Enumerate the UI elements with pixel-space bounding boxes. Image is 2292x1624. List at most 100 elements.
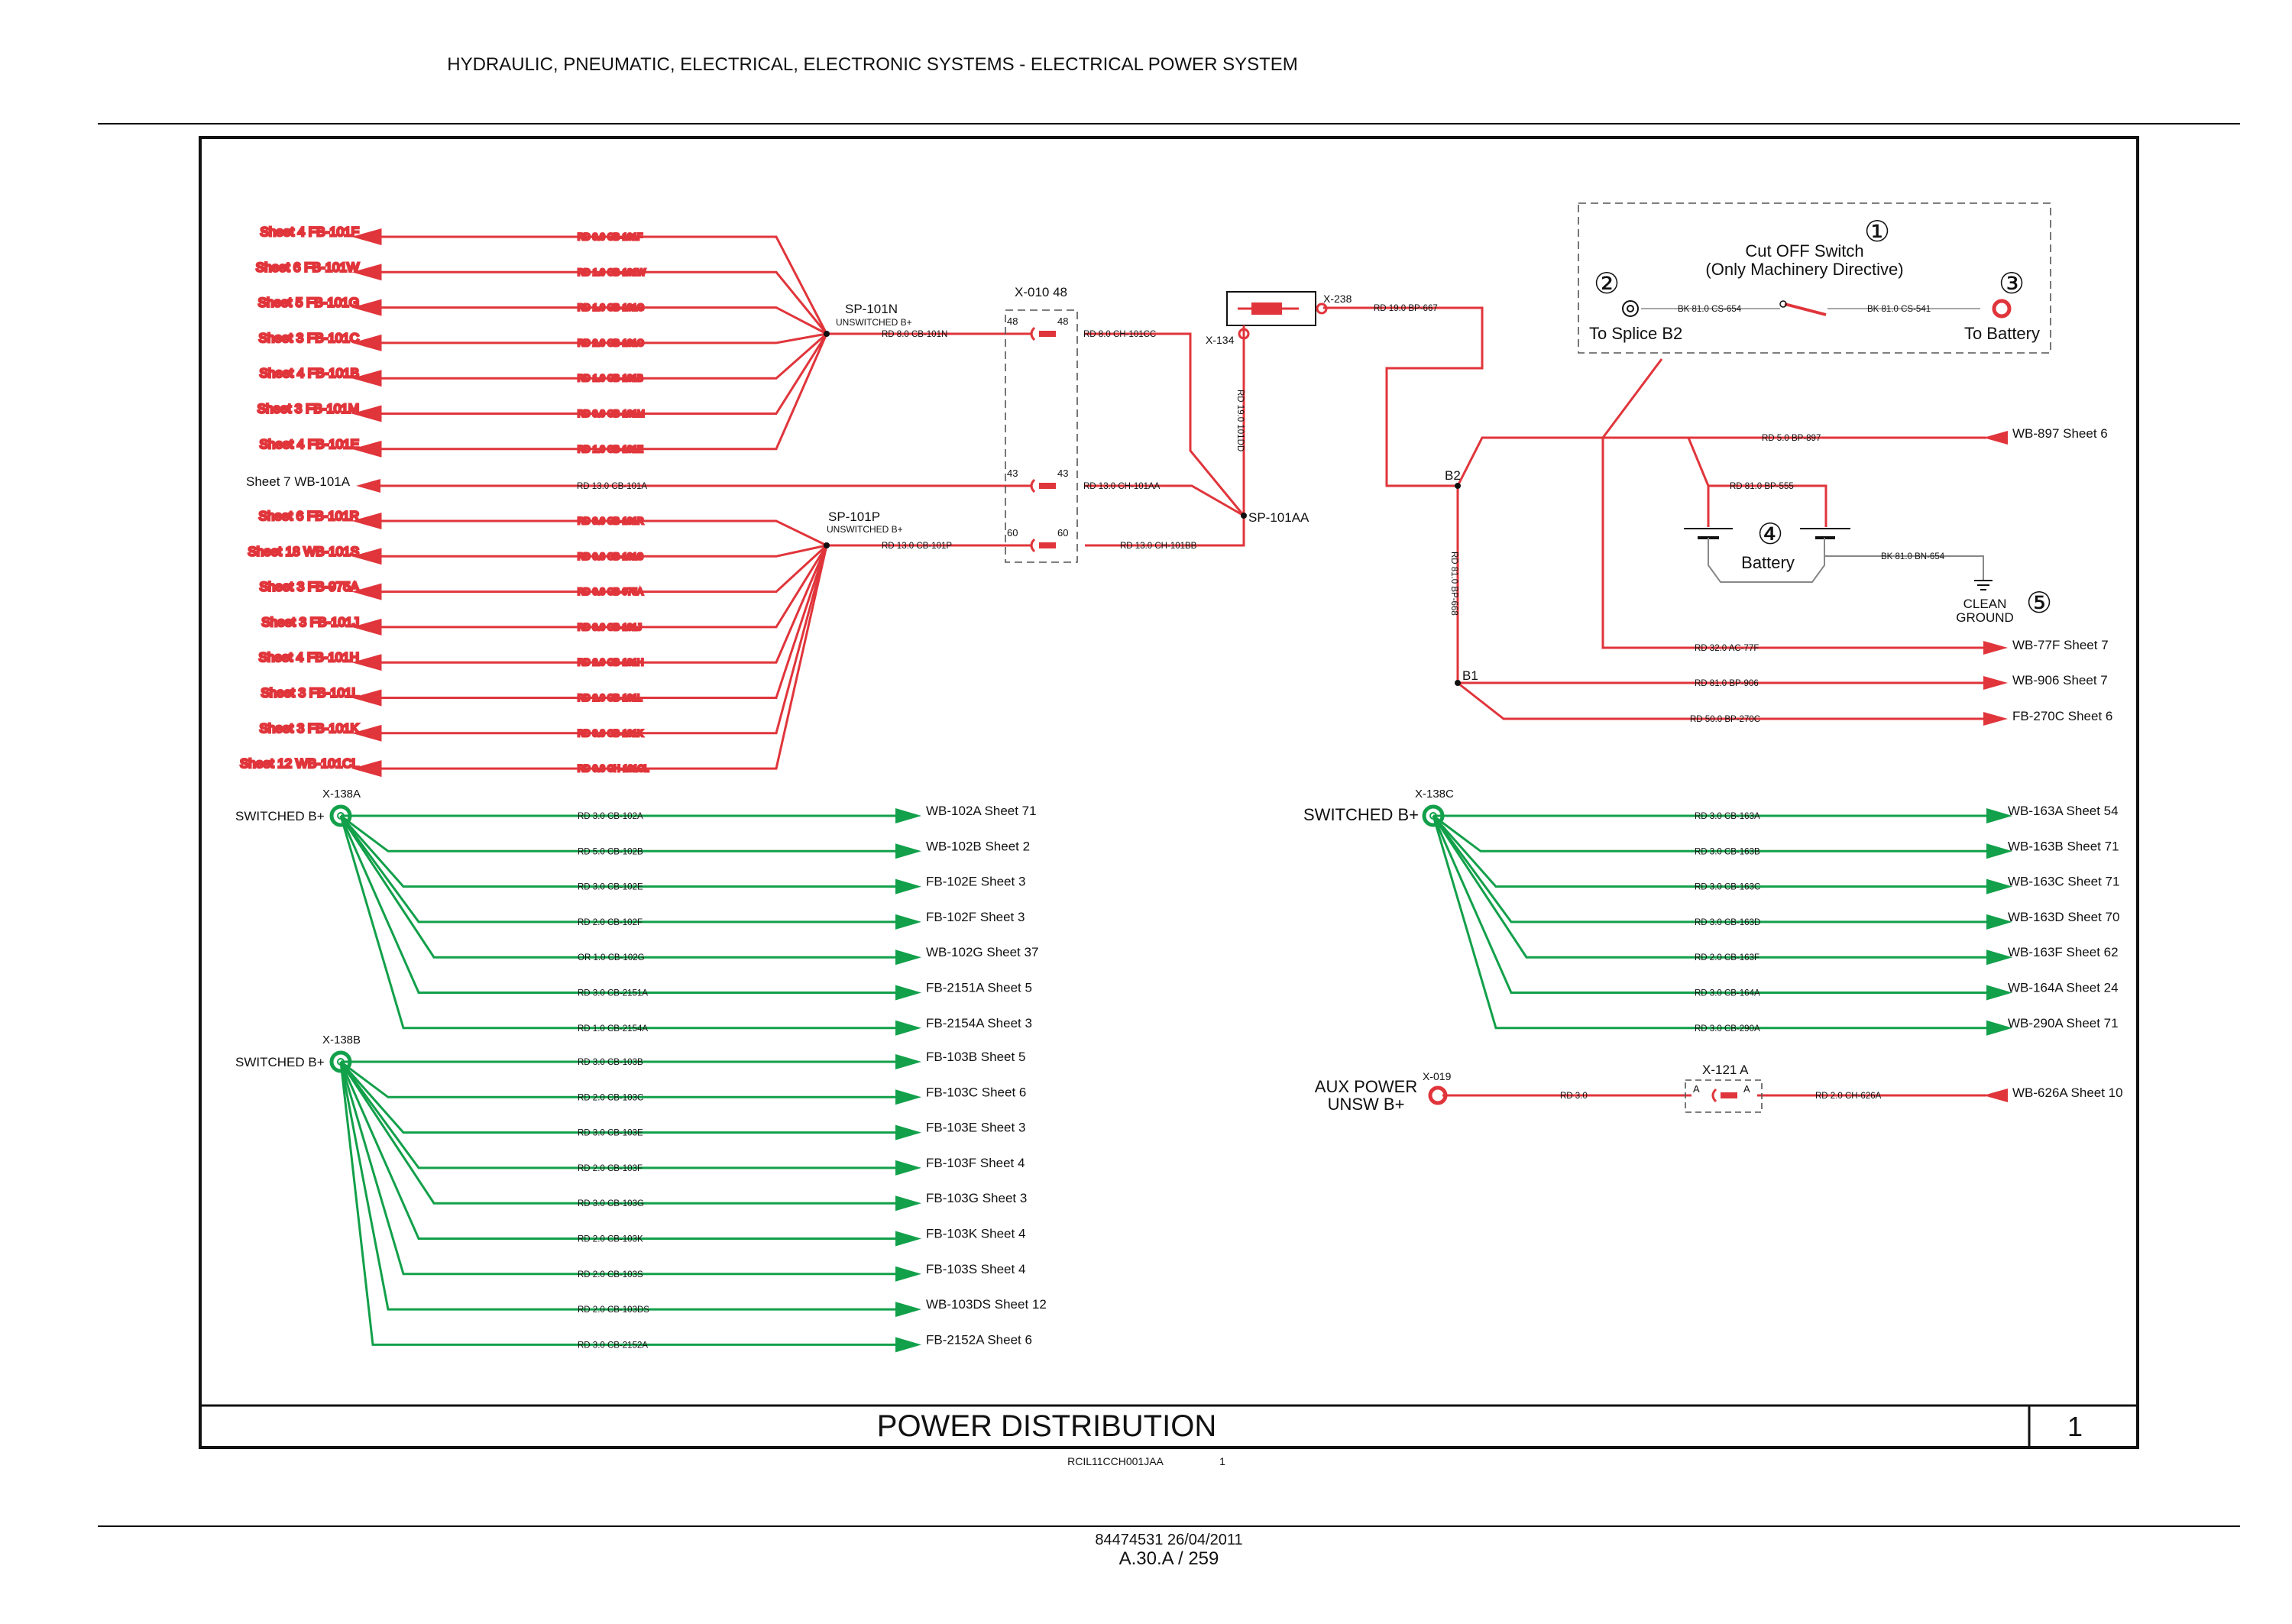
x138a-label: X-138A [322, 788, 361, 801]
aux-wire-left-label: RD 3.0 [1560, 1092, 1588, 1101]
x010-pin-label-left: 60 [1007, 527, 1018, 539]
fan-arrow [1986, 949, 2012, 966]
fan-wire-label: RD 3.0 CB-2152A [578, 1341, 648, 1350]
fan-wire-label: RD 2.0 CB-103DS [578, 1305, 649, 1315]
x121-pin-symbol [1711, 1088, 1717, 1103]
fan-arrow [1986, 985, 2012, 1001]
fan-wire-label: RD 3.0 CB-2151A [578, 989, 648, 998]
fan-ref-label: FB-103E Sheet 3 [926, 1121, 1025, 1135]
fan-wire-label: RD 3.0 CB-101F [578, 233, 643, 242]
fan-ref-label: WB-102A Sheet 71 [926, 804, 1037, 818]
label-cb-101n: RD 8.0 CB-101N [882, 330, 947, 339]
cutoff-subtitle: (Only Machinery Directive) [1705, 260, 1903, 279]
fan-ref-label: FB-2151A Sheet 5 [926, 981, 1032, 995]
fan-wire [1432, 815, 1986, 994]
fan-wire-label: RD 1.0 CB-101W [578, 268, 646, 277]
sp101p-label: SP-101P [828, 510, 880, 524]
fan-ref-label: Sheet 4 FB-101E [260, 437, 359, 451]
cutoff-callout-2: ② [1594, 268, 1620, 300]
fan-wire-label: RD 0.8 CH-101CL [578, 765, 649, 774]
fan-ref-label: Sheet 3 FB-101C [259, 331, 359, 345]
x121-label: X-121 A [1702, 1063, 1749, 1077]
fan-wire [368, 545, 828, 664]
fan-wire [339, 1061, 895, 1205]
x010-pin-symbol [1030, 326, 1036, 341]
x010-pin-label-right: 48 [1057, 315, 1068, 327]
wire-ch-101bb [1085, 332, 1245, 547]
wb906-ref: WB-906 Sheet 7 [2012, 673, 2108, 687]
wire-bp-555 [1708, 484, 1827, 527]
fan-wire-label: RD 2.0 CB-103F [578, 1164, 643, 1173]
page-header-title: HYDRAULIC, PNEUMATIC, ELECTRICAL, ELECTR… [447, 54, 1298, 75]
fan-arrow [895, 878, 921, 894]
x010-pin-label-right: 60 [1057, 527, 1068, 539]
fan-ref-label: WB-102B Sheet 2 [926, 839, 1030, 853]
cutoff-callout-3: ③ [1999, 268, 2025, 300]
fan-wire [368, 306, 827, 335]
fan-wire-label: RD 1.0 CB-2154A [578, 1024, 648, 1034]
fan-ref-label: Sheet 5 FB-101G [258, 296, 359, 310]
fan-arrow [351, 760, 382, 778]
fan-ref-label: FB-103B Sheet 5 [926, 1050, 1025, 1064]
splice-sp101n-dot [824, 331, 830, 337]
wb626a-arrow [1983, 1089, 2008, 1102]
sp101n-label: SP-101N [845, 302, 898, 316]
wire-ch-101cc [1085, 332, 1245, 516]
battery-symbol [1684, 528, 1993, 590]
x138a-switched-label: SWITCHED B+ [235, 809, 325, 823]
fan-arrow [1986, 1020, 2012, 1036]
b2-b1-wire-label: RD 81.0 BP-668 [1449, 552, 1458, 616]
x010-pin-symbol [1030, 538, 1036, 553]
fan-ref-label: FB-2152A Sheet 6 [926, 1332, 1032, 1347]
fan-wire [339, 1061, 895, 1134]
fan-wire [368, 544, 828, 594]
battery-terminal [1992, 299, 2012, 319]
fan-ref-label: Sheet 12 WB-101CL [240, 756, 359, 771]
fan-wire [368, 270, 828, 335]
fan-wire-label: RD 3.0 CB-163D [1695, 918, 1760, 927]
fan-wire-label: OR 1.0 CB-102G [578, 953, 645, 962]
x121-pin-left: A [1693, 1083, 1700, 1095]
fan-wire [339, 815, 895, 1030]
fan-wire [368, 545, 828, 735]
to-battery-label: To Battery [1964, 324, 2040, 343]
footer-page-line: A.30.A / 259 [1119, 1548, 1219, 1569]
wire-bp-667 [1323, 306, 1484, 487]
fan-ref-label: FB-103S Sheet 4 [926, 1262, 1025, 1276]
x134-wire-label: RD 19.0 101DD [1235, 390, 1245, 451]
fan-arrow [351, 548, 382, 565]
fan-ref-label: FB-103G Sheet 3 [926, 1191, 1027, 1205]
fan-arrow [351, 654, 382, 671]
battery-callout: ④ [1757, 519, 1783, 551]
fan-wire-label: RD 3.0 CB-163B [1695, 847, 1760, 856]
x019-terminal [1428, 1085, 1448, 1105]
fan-arrow [351, 513, 382, 529]
x010-pin-symbol [1030, 478, 1036, 493]
fan-wire [368, 545, 828, 770]
cutoff-outline [1578, 202, 2051, 354]
cutoff-switch-blade [1784, 302, 1827, 316]
fan-ref-label: Sheet 3 FB-101M [257, 402, 359, 416]
x010-pin-body [1039, 331, 1056, 337]
label-cb-101p: RD 13.0 CB-101P [882, 542, 952, 551]
label-ac-77f: RD 32.0 AC-77F [1695, 644, 1759, 653]
splice-b2-dot [1455, 483, 1461, 489]
fan-arrow [895, 1160, 921, 1176]
fan-wire-label: RD 3.0 CB-164A [1695, 989, 1760, 998]
drawing-code: RCIL11CCH001JAA [1067, 1455, 1164, 1467]
fan-ref-label: WB-103DS Sheet 12 [926, 1297, 1047, 1312]
x138c-terminal-inner [1429, 812, 1437, 820]
ground-label-2: GROUND [1956, 610, 2014, 625]
sp101aa-label: SP-101AA [1248, 510, 1309, 525]
fan-arrow [895, 1020, 921, 1036]
fan-arrow [1986, 914, 2012, 930]
fan-wire [368, 332, 827, 380]
fan-wire [368, 544, 827, 558]
fan-arrow [1986, 878, 2012, 894]
wb626a-ref: WB-626A Sheet 10 [2012, 1085, 2123, 1100]
